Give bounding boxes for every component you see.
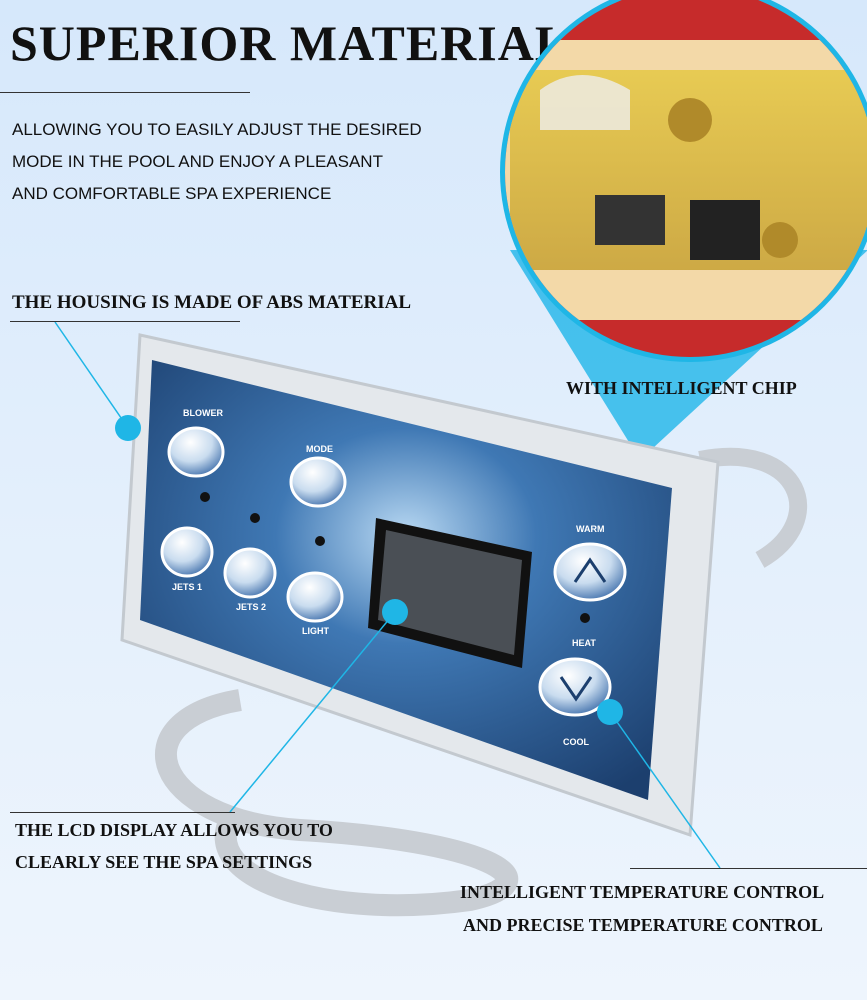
description-line: ALLOWING YOU TO EASILY ADJUST THE DESIRE…	[12, 120, 422, 139]
divider	[630, 868, 867, 869]
svg-text:WARM: WARM	[576, 524, 605, 534]
label-blower: BLOWER	[183, 408, 223, 418]
callout-chip: WITH INTELLIGENT CHIP	[566, 378, 797, 398]
svg-text:JETS 2: JETS 2	[236, 602, 266, 612]
divider	[10, 812, 235, 813]
callout-temp: INTELLIGENT TEMPERATURE CONTROL	[460, 882, 825, 902]
description-line: AND COMFORTABLE SPA EXPERIENCE	[12, 184, 332, 203]
svg-text:HEAT: HEAT	[572, 638, 596, 648]
description-line: MODE IN THE POOL AND ENJOY A PLEASANT	[12, 152, 383, 171]
svg-text:JETS 1: JETS 1	[172, 582, 202, 592]
divider	[0, 92, 250, 93]
callout-housing: THE HOUSING IS MADE OF ABS MATERIAL	[12, 292, 412, 313]
page-title: SUPERIOR MATERIAL	[10, 15, 570, 71]
svg-text:LIGHT: LIGHT	[302, 626, 329, 636]
callout-lcd: CLEARLY SEE THE SPA SETTINGS	[15, 852, 313, 872]
button-blower	[167, 426, 225, 478]
callout-lcd: THE LCD DISPLAY ALLOWS YOU TO	[15, 820, 333, 840]
divider	[10, 321, 240, 322]
callout-temp: AND PRECISE TEMPERATURE CONTROL	[463, 915, 823, 935]
svg-text:MODE: MODE	[306, 444, 333, 454]
svg-text:COOL: COOL	[563, 737, 590, 747]
